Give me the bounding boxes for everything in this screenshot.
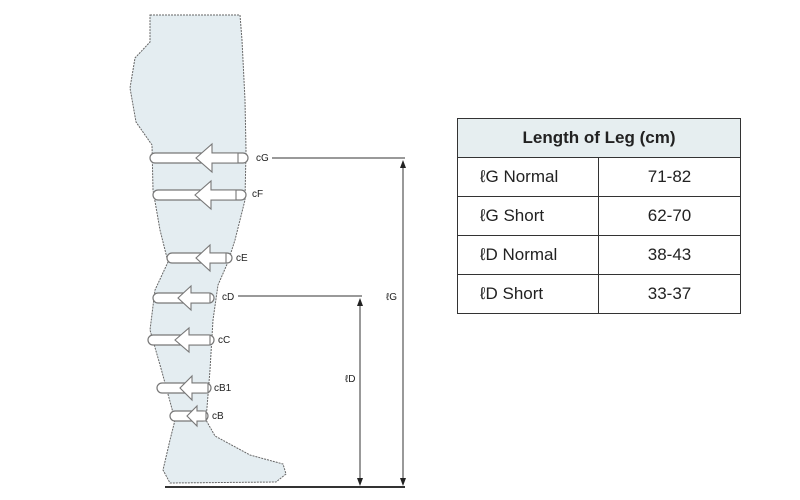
row-name: ℓG Short [457, 196, 599, 236]
arrow-left-icon [186, 404, 207, 428]
label-cC: cC [218, 335, 230, 346]
arrow-left-icon [194, 179, 237, 211]
row-value: 38-43 [598, 235, 741, 275]
label-cB: cB [212, 411, 224, 422]
row-name: ℓD Normal [457, 235, 599, 275]
arrow-left-icon [195, 243, 227, 273]
label-cD: cD [222, 292, 234, 303]
label-lG: ℓG [386, 292, 397, 303]
measurement-lines [165, 157, 405, 488]
table-header: Length of Leg (cm) [457, 118, 741, 158]
measurement-bands [147, 142, 249, 428]
row-value: 71-82 [598, 157, 741, 197]
arrow-left-icon [195, 142, 239, 174]
label-cG: cG [256, 153, 269, 164]
label-cF: cF [252, 189, 263, 200]
arrow-left-icon [177, 284, 211, 312]
label-cE: cE [236, 253, 248, 264]
label-cB1: cB1 [214, 383, 232, 394]
row-value: 62-70 [598, 196, 741, 236]
row-name: ℓG Normal [457, 157, 599, 197]
row-value: 33-37 [598, 274, 741, 314]
row-name: ℓD Short [457, 274, 599, 314]
arrow-left-icon [174, 326, 211, 354]
label-lD: ℓD [345, 374, 355, 385]
arrow-left-icon [179, 374, 209, 402]
